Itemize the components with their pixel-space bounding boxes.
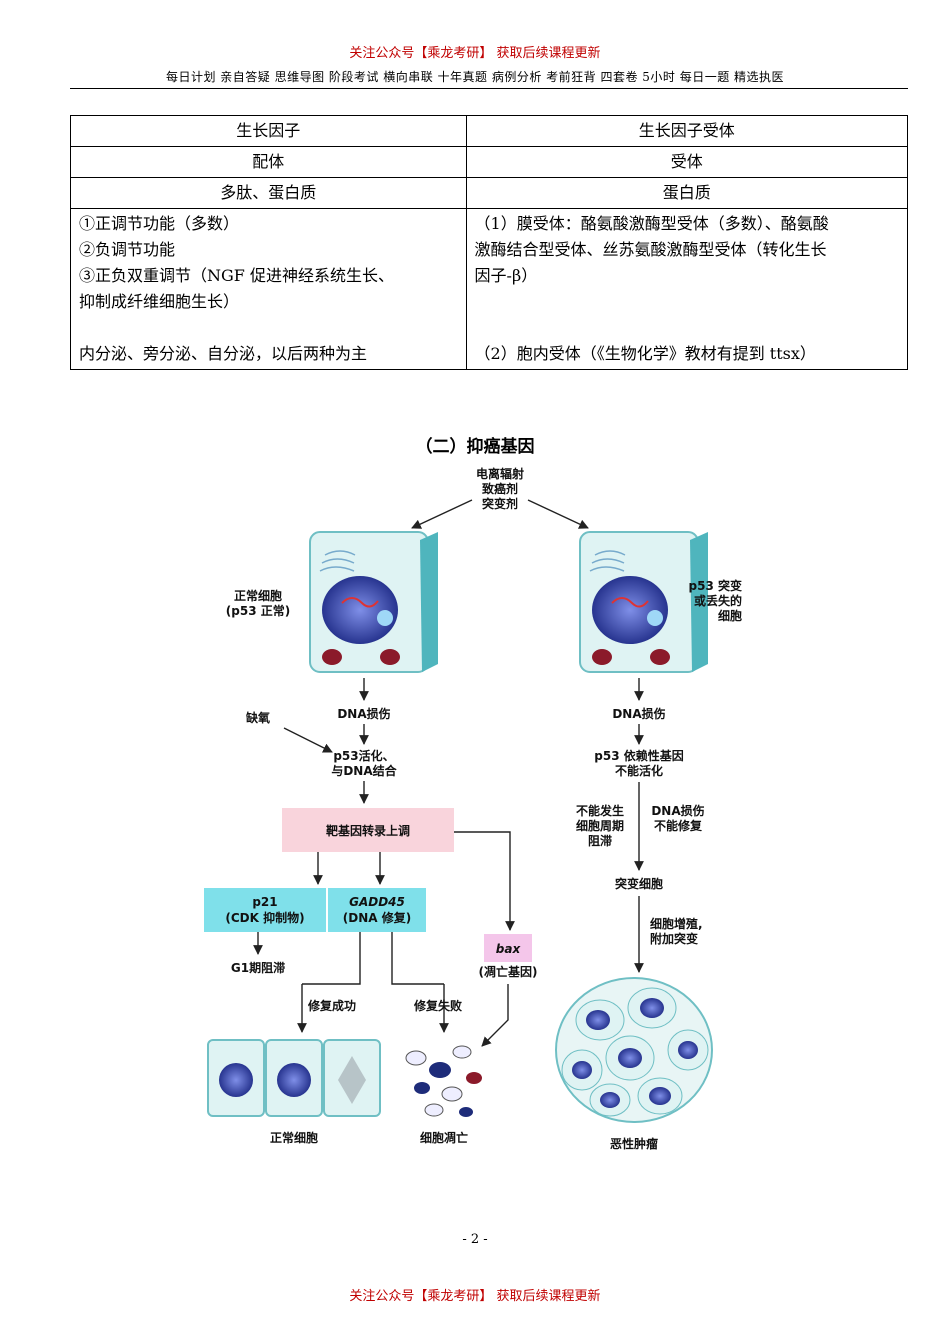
gadd45-sublabel: (DNA 修复): [343, 910, 411, 925]
table-row: 生长因子 生长因子受体: [70, 115, 909, 147]
page-number: - 2 -: [462, 1232, 488, 1247]
section-title: （二）抑癌基因: [415, 437, 535, 457]
no-arrest-2: 细胞周期: [576, 818, 624, 833]
dna-damage-right: DNA损伤: [612, 706, 665, 721]
p53-activation-2: 与DNA结合: [331, 763, 397, 778]
dna-damage-left: DNA损伤: [337, 706, 390, 721]
source-line-3: 突变剂: [482, 496, 518, 511]
footer-promo: 关注公众号【乘龙考研】 获取后续课程更新: [349, 1289, 601, 1304]
table-row: 配体 受体: [70, 146, 909, 178]
p53-dependent-1: p53 依赖性基因: [594, 748, 683, 763]
repair-success-label: 修复成功: [307, 998, 356, 1013]
bax-box: [484, 934, 532, 962]
mutant-cell-illustration: [579, 531, 708, 673]
bax-sublabel: (凋亡基因): [479, 964, 538, 979]
text-line: ③正负双重调节（NGF 促进神经系统生长、: [79, 266, 394, 285]
tumor-label: 恶性肿瘤: [610, 1136, 658, 1151]
no-repair-1: DNA损伤: [651, 803, 704, 818]
table-cell-receptors: （1）膜受体：酪氨酸激酶型受体（多数）、酪氨酸 激酶结合型受体、丝苏氨酸激酶型受…: [465, 208, 909, 370]
p21-sublabel: (CDK 抑制物): [225, 910, 304, 925]
normal-cell-label: 正常细胞: [234, 588, 282, 603]
text-line: [79, 315, 458, 341]
proliferation-2: 附加突变: [650, 931, 698, 946]
table-cell: 生长因子受体: [465, 115, 909, 147]
normal-cells-illustration: [207, 1039, 381, 1117]
target-gene-box: [282, 808, 454, 852]
hypoxia-label: 缺氧: [246, 710, 270, 725]
table-cell: 受体: [465, 146, 909, 178]
text-line: ②负调节功能: [79, 240, 176, 259]
table-row: ①正调节功能（多数） ②负调节功能 ③正负双重调节（NGF 促进神经系统生长、 …: [70, 208, 909, 370]
text-line: 抑制成纤维细胞生长）: [79, 292, 240, 311]
no-arrest-3: 阻滞: [588, 833, 612, 848]
p53-dependent-2: 不能活化: [615, 763, 663, 778]
connector: [302, 932, 361, 985]
no-arrest-1: 不能发生: [576, 803, 624, 818]
text-line: [475, 315, 899, 341]
table-cell: 生长因子: [70, 115, 467, 147]
normal-cell-sublabel: (p53 正常): [226, 603, 290, 618]
bax-label: bax: [496, 942, 522, 956]
text-line: （1）膜受体：酪氨酸激酶型受体（多数）、酪氨酸: [474, 214, 829, 233]
apoptosis-label: 细胞凋亡: [420, 1130, 468, 1145]
normal-cells-label: 正常细胞: [270, 1130, 318, 1145]
mutant-cell-label-1: p53 突变: [689, 578, 742, 593]
tumor-illustration: [555, 977, 713, 1123]
gadd45-box: [328, 888, 426, 932]
p53-pathway-diagram: 电离辐射 致癌剂 突变剂 正常细胞 (p53 正常) p53 突变 或丢失的 细…: [204, 466, 742, 1151]
arrow: [411, 499, 473, 529]
connector: [391, 932, 444, 985]
arrow: [454, 831, 515, 931]
text-line: 内分泌、旁分泌、自分泌，以后两种为主: [79, 344, 368, 363]
header-nav: 每日计划 亲自答疑 思维导图 阶段考试 横向串联 十年真题 病例分析 考前狂背 …: [165, 70, 785, 84]
table-cell: 多肽、蛋白质: [70, 177, 467, 209]
mutant-cell-label-2: 或丢失的: [694, 593, 742, 608]
p21-box: [204, 888, 326, 932]
arrow: [527, 499, 589, 529]
repair-fail-label: 修复失败: [413, 998, 462, 1013]
mutant-cell-label-3: 细胞: [718, 608, 742, 623]
mutant-cell-state-label: 突变细胞: [615, 876, 663, 891]
p21-label: p21: [252, 895, 277, 909]
header-promo: 关注公众号【乘龙考研】 获取后续课程更新: [349, 46, 601, 61]
proliferation-1: 细胞增殖,: [650, 916, 703, 931]
text-line: [475, 289, 899, 315]
arrow: [283, 727, 333, 753]
text-line: （2）胞内受体（《生物化学》教材有提到 ttsx）: [474, 344, 816, 363]
normal-cell-illustration: [309, 531, 438, 673]
gadd45-label: GADD45: [349, 895, 405, 909]
target-gene-label: 靶基因转录上调: [326, 823, 410, 838]
table-cell: 配体: [70, 146, 467, 178]
source-line-1: 电离辐射: [476, 466, 524, 481]
text-line: ①正调节功能（多数）: [79, 214, 240, 233]
table-row: 多肽、蛋白质 蛋白质: [70, 177, 909, 209]
header-divider: [70, 88, 908, 89]
text-line: 因子-β）: [474, 266, 538, 285]
table-cell-functions: ①正调节功能（多数） ②负调节功能 ③正负双重调节（NGF 促进神经系统生长、 …: [70, 208, 467, 370]
apoptosis-illustration: [405, 1045, 482, 1117]
table-cell: 蛋白质: [465, 177, 909, 209]
growth-factor-table: 生长因子 生长因子受体 配体 受体 多肽、蛋白质 蛋白质 ①正调节功能（多数） …: [70, 115, 909, 370]
source-line-2: 致癌剂: [482, 481, 518, 496]
g1-arrest-label: G1期阻滞: [231, 960, 285, 975]
p53-activation-1: p53活化、: [333, 748, 394, 763]
text-line: 激酶结合型受体、丝苏氨酸激酶型受体（转化生长: [474, 240, 827, 259]
arrow: [481, 984, 509, 1047]
no-repair-2: 不能修复: [654, 818, 703, 833]
